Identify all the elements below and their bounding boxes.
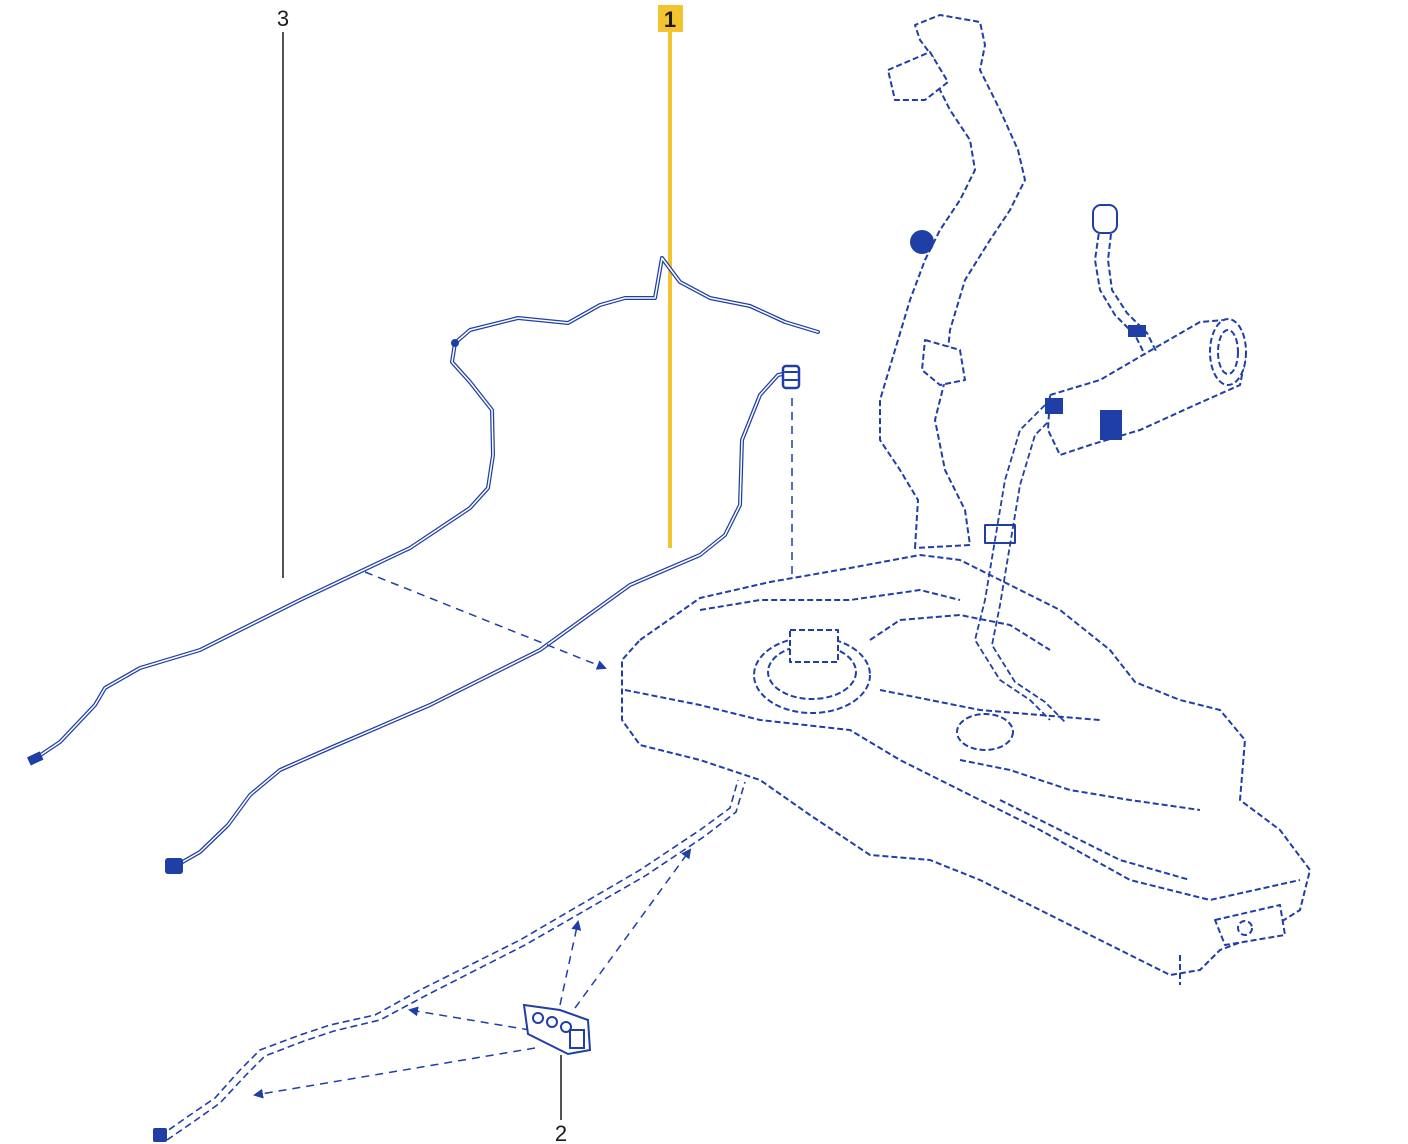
callout-2-label: 2 xyxy=(555,1121,567,1144)
callout-1: 1 xyxy=(658,5,683,548)
fuel-line-3 xyxy=(26,256,820,766)
fuel-line-1 xyxy=(165,364,801,874)
fuel-tank xyxy=(621,554,1311,985)
callout-1-highlight-box xyxy=(658,5,683,32)
callout-3-label: 3 xyxy=(277,6,289,31)
callout-2: 2 xyxy=(555,1055,567,1144)
evap-canister xyxy=(1045,204,1247,457)
vapor-hose xyxy=(974,404,1066,723)
assembly-guide-lines xyxy=(253,398,793,1099)
fuel-line-2 xyxy=(153,779,746,1142)
callout-3: 3 xyxy=(277,6,289,578)
callout-1-label: 1 xyxy=(664,7,676,32)
filler-neck xyxy=(879,14,1026,549)
retaining-clip xyxy=(522,1003,592,1056)
